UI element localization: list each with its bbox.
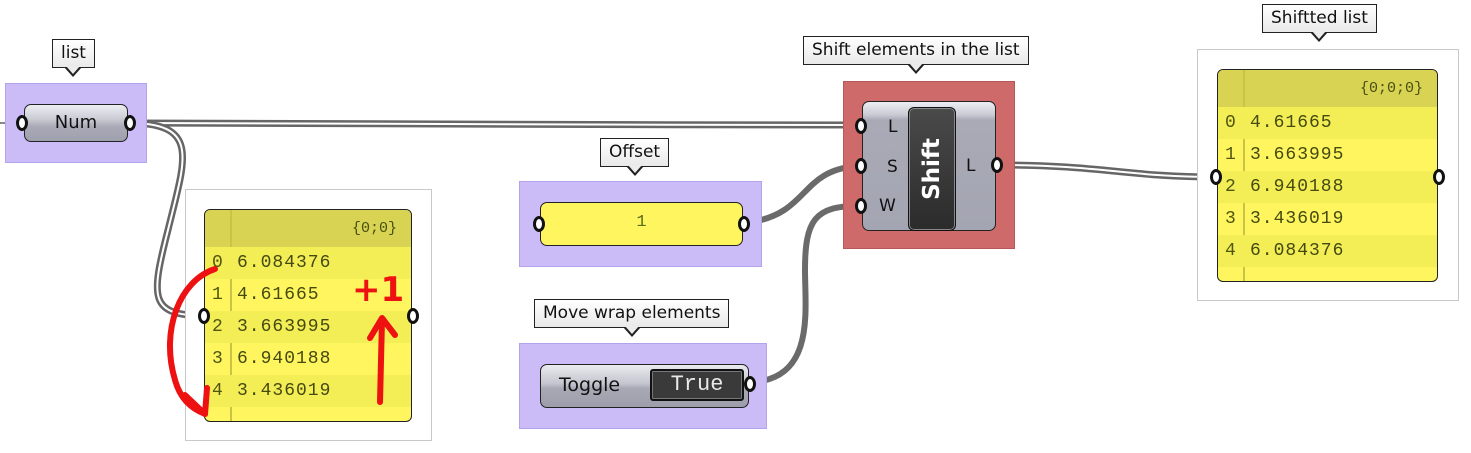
shift-input-label-list: L xyxy=(888,117,898,137)
wire-num-to-input-panel xyxy=(130,119,209,320)
input-panel-input-grip[interactable] xyxy=(198,308,210,324)
offset-output-grip[interactable] xyxy=(738,216,750,232)
num-input-grip[interactable] xyxy=(16,115,28,131)
toggle-value[interactable]: True xyxy=(650,369,744,401)
tooltip-shift: Shift elements in the list xyxy=(803,36,1029,74)
shift-output-label-list: L xyxy=(966,156,976,176)
shift-input-grip-wrap[interactable] xyxy=(855,198,867,214)
output-panel-path: {0;0;0} xyxy=(1218,70,1437,107)
offset-value: 1 xyxy=(636,213,647,232)
num-param-button[interactable]: Num xyxy=(24,104,128,142)
wire-offset-to-shift xyxy=(749,163,861,225)
output-panel-output-grip[interactable] xyxy=(1433,169,1445,185)
num-output-grip[interactable] xyxy=(124,115,136,131)
input-panel-path: {0;0} xyxy=(205,210,411,247)
wire-shift-to-output-panel xyxy=(996,161,1218,181)
shift-input-grip-list[interactable] xyxy=(855,118,867,134)
toggle-label: Toggle xyxy=(559,374,621,396)
shift-input-label-wrap: W xyxy=(879,196,896,216)
shift-input-grip-shift[interactable] xyxy=(855,158,867,174)
shift-plus-one-note: +1 xyxy=(352,270,405,310)
output-panel-input-grip[interactable] xyxy=(1210,169,1222,185)
tooltip-offset: Offset xyxy=(600,138,670,176)
offset-number-slider[interactable]: 1 xyxy=(540,202,743,246)
num-param-label: Num xyxy=(54,112,98,133)
tooltip-move-wrap: Move wrap elements xyxy=(534,299,730,337)
offset-input-grip[interactable] xyxy=(533,216,545,232)
wire-num-to-shift-list xyxy=(130,119,862,129)
tooltip-list: list xyxy=(52,39,95,77)
wrap-boolean-toggle[interactable]: Toggle True xyxy=(540,364,749,408)
shift-input-label-shift: S xyxy=(887,157,898,177)
input-panel-output-grip[interactable] xyxy=(407,308,419,324)
shift-component[interactable]: L S W Shift L xyxy=(862,101,996,231)
shift-component-name[interactable]: Shift xyxy=(908,107,956,231)
toggle-output-grip[interactable] xyxy=(744,376,756,392)
tooltip-shiftted-list: Shiftted list xyxy=(1262,4,1377,42)
wire-toggle-to-shift xyxy=(752,203,861,385)
shift-output-grip-list[interactable] xyxy=(991,157,1003,173)
